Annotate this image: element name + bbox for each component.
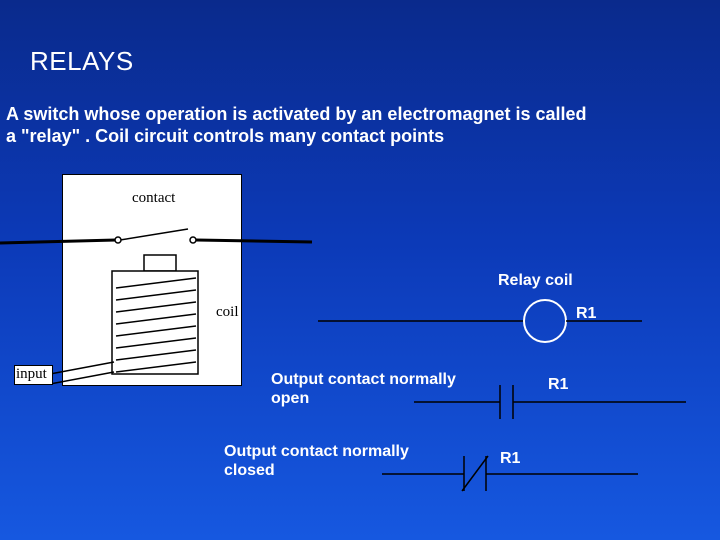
input-label: input — [14, 365, 53, 385]
slide-title: RELAYS — [30, 46, 134, 76]
no-contact-tag-r1: R1 — [548, 376, 569, 393]
input-lead-1 — [49, 361, 115, 375]
nc-contact-label-line-2: closed — [224, 462, 275, 479]
relay-coil-symbol — [523, 299, 567, 343]
coil-plunger — [143, 254, 177, 272]
relay-coil-label: Relay coil — [498, 272, 573, 289]
input-lead-2 — [49, 371, 115, 385]
no-contact-label: Output contact normally open — [271, 370, 456, 408]
contact-point-right — [189, 236, 197, 244]
contact-point-left — [114, 236, 122, 244]
nc-contact-label: Output contact normally closed — [224, 442, 409, 480]
nc-contact-slash — [461, 455, 489, 492]
contact-label: contact — [132, 190, 176, 206]
no-contact-label-line-1: Output contact normally — [271, 371, 456, 388]
intro-text: A switch whose operation is activated by… — [6, 103, 706, 147]
nc-contact-label-line-1: Output contact normally — [224, 443, 409, 460]
contact-wire-right — [195, 238, 313, 244]
coil-label: coil — [216, 304, 239, 320]
intro-line-1: A switch whose operation is activated by… — [6, 104, 587, 124]
coil-tag-r1: R1 — [576, 305, 597, 322]
contact-wire-left — [0, 238, 117, 245]
intro-line-2: a "relay" . Coil circuit controls many c… — [6, 126, 445, 146]
coil-windings — [115, 277, 197, 373]
no-contact-label-line-2: open — [271, 390, 310, 407]
nc-contact-tag-r1: R1 — [500, 450, 521, 467]
contact-arm — [119, 228, 189, 241]
